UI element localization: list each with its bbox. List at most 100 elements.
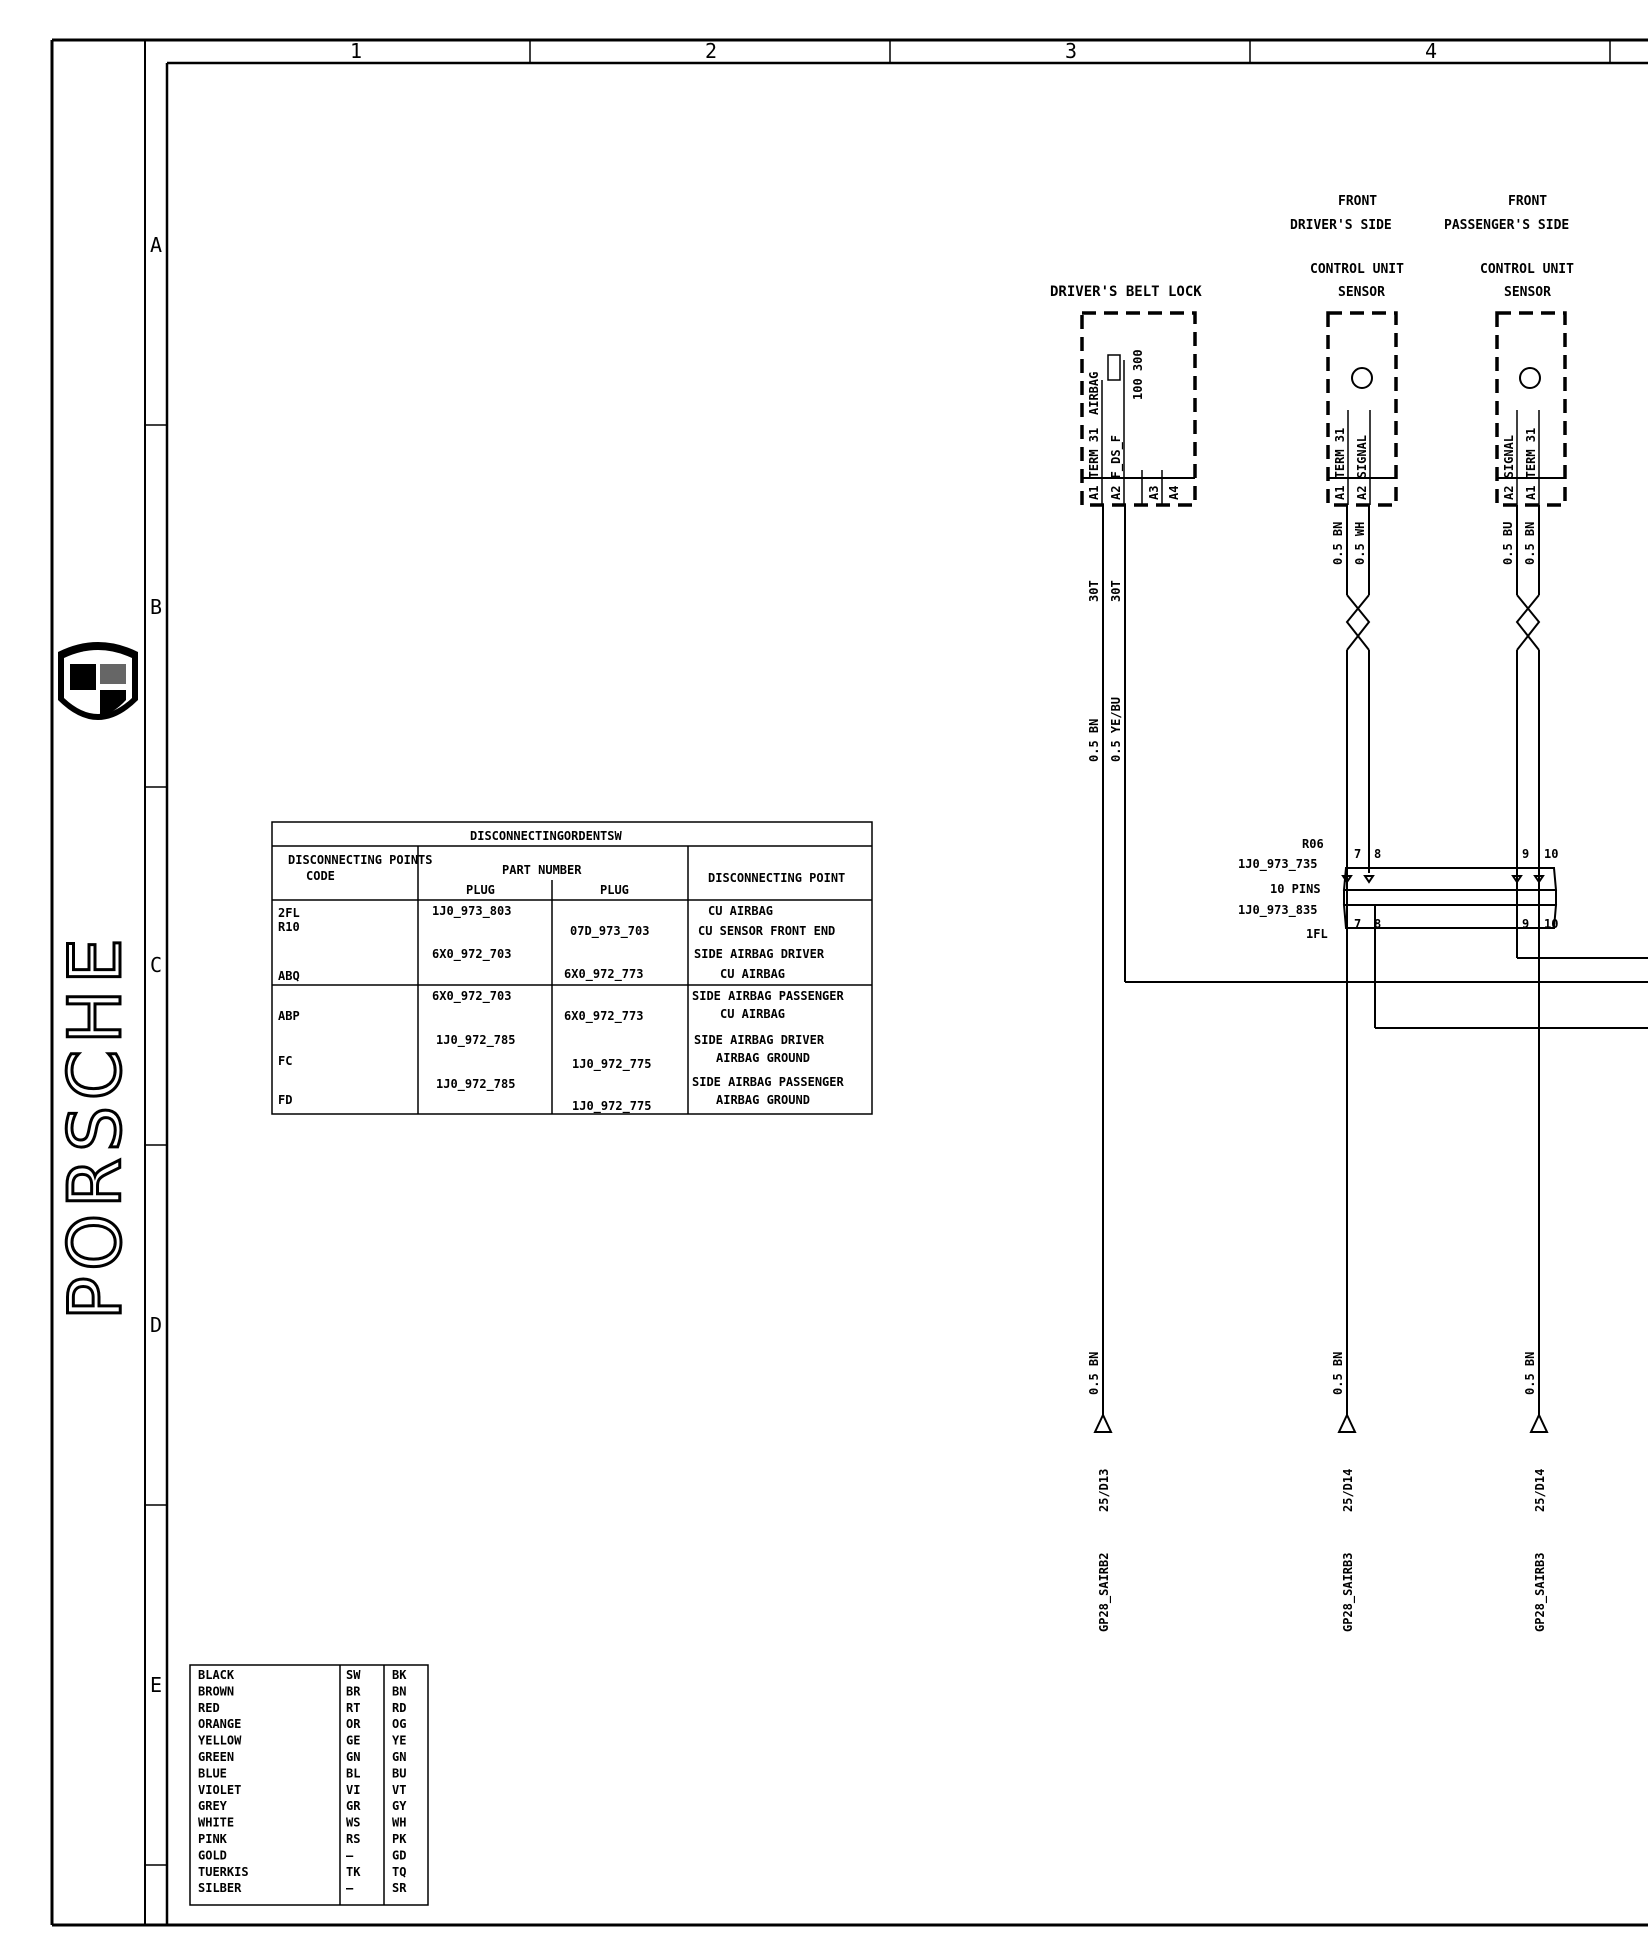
row-label-b: B	[150, 595, 162, 619]
legend-de: —	[346, 1848, 354, 1862]
disc-header-code-line1: DISCONNECTING POINTS	[288, 853, 433, 867]
driver-sensor-title-1: FRONT	[1338, 194, 1377, 209]
wire-label-passenger-a2: 0.5 BU	[1501, 522, 1515, 565]
connector-pin-7-bottom: 7	[1354, 917, 1361, 931]
belt-pin-a1: A1 TERM 31	[1087, 428, 1101, 500]
legend-en: OG	[392, 1717, 406, 1731]
disc-row-code: R10	[278, 920, 300, 934]
belt-lock-component	[1080, 311, 1197, 507]
connector-part-top: 1J0_973_735	[1238, 857, 1317, 872]
legend-name: RED	[198, 1701, 220, 1715]
legend-de: TK	[346, 1865, 361, 1879]
connector-pin-9: 9	[1522, 847, 1529, 861]
legend-en: GY	[392, 1799, 407, 1813]
passenger-sensor-title-3: CONTROL UNIT	[1480, 262, 1574, 277]
legend-name: GOLD	[198, 1848, 227, 1862]
disc-row-plug1: 1J0_973_803	[432, 904, 511, 919]
disc-row-plug1: 1J0_972_785	[436, 1077, 515, 1092]
ground-1-ref: 25/D13	[1097, 1469, 1111, 1512]
connector-code-bottom: 1FL	[1306, 927, 1328, 941]
connector-r06	[1341, 867, 1558, 929]
passenger-sensor-title-1: FRONT	[1508, 194, 1547, 209]
legend-name: BROWN	[198, 1684, 234, 1698]
passenger-sensor-title-2: PASSENGER'S SIDE	[1444, 218, 1569, 233]
disc-row-code: FC	[278, 1054, 292, 1068]
legend-name: YELLOW	[198, 1734, 242, 1748]
legend-en: BN	[392, 1684, 406, 1698]
disc-row-point: SIDE AIRBAG PASSENGER	[692, 989, 844, 1003]
legend-de: SW	[346, 1668, 361, 1682]
driver-pin-a1: A1 TERM 31	[1333, 428, 1347, 500]
connector-pin-8-bottom: 8	[1374, 917, 1381, 931]
passenger-pin-a1: A1 TERM 31	[1524, 428, 1538, 500]
legend-name: VIOLET	[198, 1783, 241, 1797]
driver-sensor-title-3: CONTROL UNIT	[1310, 262, 1404, 277]
column-label-1: 1	[350, 39, 362, 63]
legend-de: RS	[346, 1832, 360, 1846]
row-label-a: A	[150, 233, 162, 257]
wire-label-passenger-a1: 0.5 BN	[1523, 522, 1537, 565]
legend-en: PK	[392, 1832, 407, 1846]
wire-label-driver-a2: 0.5 WH	[1353, 522, 1367, 565]
disc-header-plug2: PLUG	[600, 883, 629, 897]
legend-de: GN	[346, 1750, 360, 1764]
row-label-c: C	[150, 953, 162, 977]
disc-row-plug1: 6X0_972_703	[432, 989, 511, 1004]
legend-name: SILBER	[198, 1881, 242, 1895]
passenger-pin-a2: A2 SIGNAL	[1502, 435, 1516, 500]
ground-3-code: GP28_SAIRB3	[1533, 1553, 1548, 1632]
column-label-4: 4	[1425, 39, 1437, 63]
disc-header-code-line2: CODE	[306, 869, 335, 883]
color-legend-table	[189, 1664, 429, 1906]
driver-sensor-component	[1326, 311, 1398, 507]
legend-name: TUERKIS	[198, 1865, 249, 1879]
connector-pins: 10 PINS	[1270, 882, 1321, 896]
wire-label-bottom-2: 0.5 BN	[1331, 1352, 1345, 1395]
disc-row-plug2: 1J0_972_775	[572, 1099, 651, 1114]
legend-de: VI	[346, 1783, 360, 1797]
legend-name: WHITE	[198, 1816, 234, 1830]
disc-row-code: ABQ	[278, 969, 300, 983]
column-label-2: 2	[705, 39, 717, 63]
connector-pin-10: 10	[1544, 847, 1558, 861]
legend-en: BK	[392, 1668, 407, 1682]
disc-header-part-number: PART NUMBER	[502, 863, 582, 877]
ground-terminals	[1093, 1412, 1549, 1433]
disc-row-code: FD	[278, 1093, 292, 1107]
row-label-d: D	[150, 1313, 162, 1337]
disc-row-point: SIDE AIRBAG DRIVER	[694, 1033, 825, 1047]
disconnecting-points-table	[271, 821, 873, 1115]
legend-en: GD	[392, 1848, 406, 1862]
legend-en: WH	[392, 1816, 406, 1830]
disc-table-title: DISCONNECTINGORDENTSW	[470, 829, 622, 843]
wire-label-belt-a2-top: 30T	[1109, 580, 1123, 602]
porsche-logotype: PORSCHE	[52, 931, 139, 1322]
legend-de: GE	[346, 1734, 360, 1748]
disc-row-point: SIDE AIRBAG DRIVER	[694, 947, 825, 961]
driver-sensor-title-2: DRIVER'S SIDE	[1290, 218, 1392, 233]
legend-name: BLACK	[198, 1668, 235, 1682]
connector-pin-7: 7	[1354, 847, 1361, 861]
disc-row-plug2: 6X0_972_773	[564, 1009, 643, 1024]
disc-row-point: CU AIRBAG	[708, 904, 773, 918]
wire-label-bottom-1: 0.5 BN	[1087, 1352, 1101, 1395]
disc-row-point: CU AIRBAG	[720, 1007, 785, 1021]
connector-part-bottom: 1J0_973_835	[1238, 903, 1317, 918]
disc-row-plug2: 6X0_972_773	[564, 967, 643, 982]
connector-pin-9-bottom: 9	[1522, 917, 1529, 931]
belt-pin-part: 100 300	[1131, 349, 1145, 400]
legend-name: ORANGE	[198, 1717, 241, 1731]
passenger-sensor-component	[1495, 311, 1567, 507]
ground-2-code: GP28_SAIRB3	[1341, 1553, 1356, 1632]
legend-en: YE	[392, 1734, 406, 1748]
legend-de: WS	[346, 1816, 360, 1830]
legend-en: BU	[392, 1766, 406, 1780]
wire-label-belt-a2: 0.5 YE/BU	[1109, 697, 1123, 762]
disc-row-plug2: 07D_973_703	[570, 924, 649, 939]
legend-en: GN	[392, 1750, 406, 1764]
ground-3-ref: 25/D14	[1533, 1469, 1547, 1512]
svg-text:PORSCHE: PORSCHE	[53, 932, 137, 1320]
disc-row-point: CU SENSOR FRONT END	[698, 924, 835, 938]
